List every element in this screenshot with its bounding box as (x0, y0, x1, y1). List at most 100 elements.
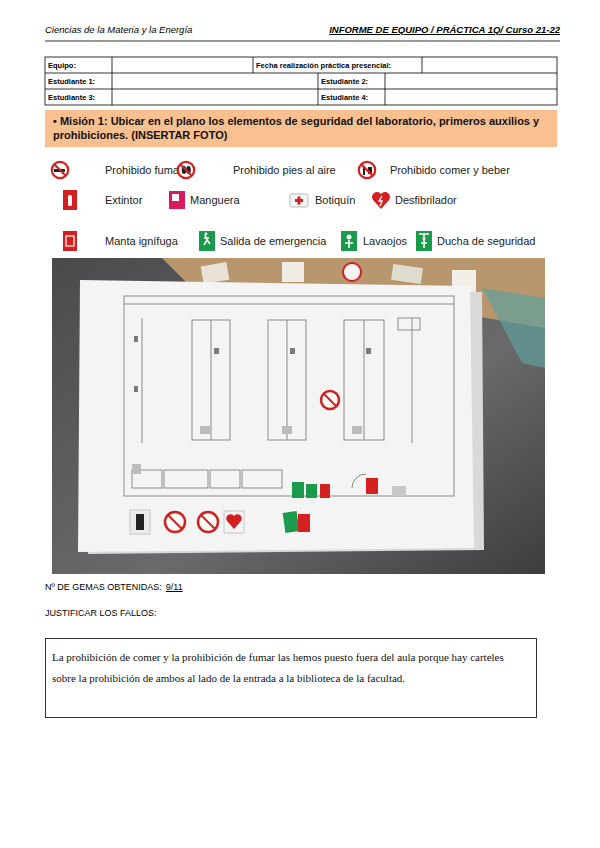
no-feet-sticker (321, 391, 339, 409)
extinguisher-sign (63, 190, 77, 210)
legend-label: Lavaojos (363, 235, 407, 247)
cloth (482, 288, 545, 368)
eyewash-sticker (306, 484, 317, 498)
legend-label: Ducha de seguridad (437, 235, 535, 247)
sticker (298, 514, 310, 532)
plan-stickers (132, 391, 406, 498)
table-cell: Estudiante 2: (321, 77, 368, 86)
sticker (201, 262, 230, 284)
table-cell: Fecha realización práctica presencial: (256, 61, 391, 70)
ext-icon (60, 189, 80, 211)
table-rule (385, 73, 386, 105)
no-eat-sticker (198, 512, 218, 532)
legend-label: Desfibrilador (395, 194, 457, 206)
plan-mark (214, 348, 219, 354)
plan-mark (134, 386, 138, 392)
prohibition-sign (52, 162, 68, 178)
eyewash-sign (341, 231, 357, 251)
desk (398, 318, 420, 330)
shower-icon (414, 230, 434, 252)
hose-sign (169, 191, 185, 209)
legend-entry: Manta ignífuga (60, 230, 178, 252)
table-border (45, 57, 557, 105)
photo (52, 258, 545, 574)
bench-line (211, 320, 212, 440)
table-rule (318, 73, 319, 105)
info-table (45, 57, 557, 105)
legend-entry: Extintor (60, 189, 142, 211)
legend-label: Extintor (105, 194, 142, 206)
gems-label: Nº DE GEMAS OBTENIDAS: (45, 582, 162, 592)
blanket-glyph (66, 236, 74, 246)
shower-sign (416, 231, 432, 251)
legend-entry: Manguera (167, 189, 240, 211)
legend-entry: Salida de emergencia (197, 230, 326, 252)
blanket-icon (60, 230, 80, 252)
table-cell: Estudiante 4: (321, 93, 368, 102)
mission-text: • Misión 1: Ubicar en el plano los eleme… (53, 114, 549, 143)
prohibition-sign (359, 162, 375, 178)
sign-slash (55, 165, 66, 176)
exit-sticker (292, 482, 304, 498)
cabinet (242, 470, 282, 488)
door (352, 474, 366, 488)
no-smoking-sticker (168, 515, 182, 529)
table-rule (253, 57, 254, 73)
blanket-sticker (320, 484, 330, 498)
table-rule (45, 89, 557, 90)
legend-label: Prohibido fumar (105, 164, 183, 176)
sign-ring (178, 162, 194, 178)
sign-slash (362, 165, 373, 176)
legend-entry: Ducha de seguridad (414, 230, 535, 252)
gems-score: 9/11 (166, 582, 183, 592)
hose-glyph (172, 194, 179, 201)
answer-box: La prohibición de comer y la prohibición… (45, 638, 537, 718)
table-surface (52, 258, 545, 574)
no-eat-icon (357, 159, 377, 181)
table-rule (112, 57, 113, 105)
sink (352, 426, 362, 434)
defib-icon (371, 189, 391, 211)
eyewash-icon (339, 230, 359, 252)
legend-entry: Lavaojos (339, 230, 407, 252)
defib-heart (372, 192, 390, 209)
sign-slash (181, 165, 192, 176)
sticker (391, 264, 423, 284)
legend-label: Prohibido comer y beber (390, 164, 510, 176)
course-name: Ciencias de la Materia y la Energía (45, 24, 192, 35)
eyewash-figure (345, 240, 353, 248)
plan-mark (134, 336, 138, 342)
report-title: INFORME DE EQUIPO / PRÁCTICA 1Q/ Curso 2… (329, 24, 560, 35)
no-smoking-sticker (165, 512, 185, 532)
kit-cross (295, 199, 303, 202)
mission-banner: • Misión 1: Ubicar en el plano los eleme… (45, 110, 557, 147)
sign-ring (52, 162, 68, 178)
exit-sticker (283, 511, 300, 533)
sign-ring (359, 162, 375, 178)
sink (282, 426, 292, 434)
kit-sign (290, 194, 308, 207)
exit-figure (205, 233, 208, 236)
defib-bolt (379, 196, 382, 206)
legend-entry: Desfibrilador (371, 189, 457, 211)
plan-wall (124, 296, 454, 496)
kit-icon (289, 189, 309, 211)
hose-icon (167, 189, 187, 211)
plan-mark (290, 348, 295, 354)
shower-figure (419, 234, 429, 248)
blanket-sign (63, 231, 77, 251)
answer-text: La prohibición de comer y la prohibición… (52, 647, 530, 689)
extinguisher-sticker (366, 478, 378, 494)
bench (344, 320, 384, 440)
table-cell: Estudiante 1: (48, 77, 95, 86)
bench-line (412, 318, 413, 443)
legend-entry: Prohibido fumar (50, 159, 183, 181)
legend-label: Manguera (190, 194, 240, 206)
plan-marks (134, 336, 371, 434)
legend-label: Manta ignífuga (105, 235, 178, 247)
exit-sign (199, 231, 215, 251)
no-feet-icon (176, 159, 196, 181)
bench (192, 320, 230, 440)
bench (268, 320, 306, 440)
sticker (282, 262, 304, 282)
